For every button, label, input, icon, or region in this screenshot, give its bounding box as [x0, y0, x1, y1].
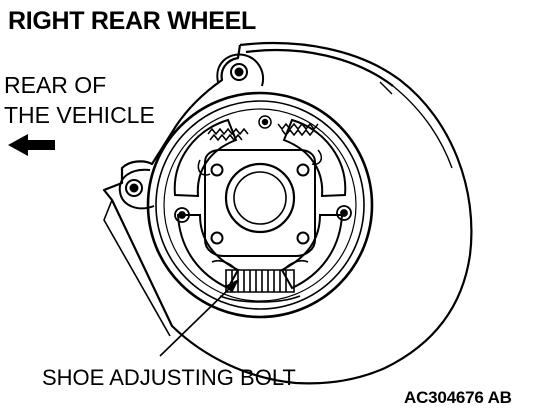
vehicle-direction-label: REAR OF THE VEHICLE	[4, 70, 155, 130]
brake-drum	[146, 91, 374, 319]
callout-leader	[159, 278, 240, 357]
left-mounting-tab	[118, 168, 155, 210]
direction-line-1: REAR OF	[4, 72, 107, 98]
diagram-title: RIGHT REAR WHEEL	[8, 7, 256, 35]
brake-shoes	[173, 118, 347, 290]
dust-shield	[102, 42, 473, 385]
direction-line-2: THE VEHICLE	[4, 102, 155, 128]
retaining-bolts	[174, 205, 352, 223]
hub-flange	[204, 149, 316, 257]
shoe-adjusting-bolt-label: SHOE ADJUSTING BOLT	[42, 365, 296, 390]
shoe-adjuster-assembly	[211, 259, 309, 303]
upper-mounting-tab	[216, 53, 264, 87]
left-arrow-icon	[8, 134, 55, 156]
axle-hub	[224, 162, 296, 234]
upper-return-springs	[197, 115, 323, 176]
figure-code: AC304676 AB	[404, 388, 512, 407]
